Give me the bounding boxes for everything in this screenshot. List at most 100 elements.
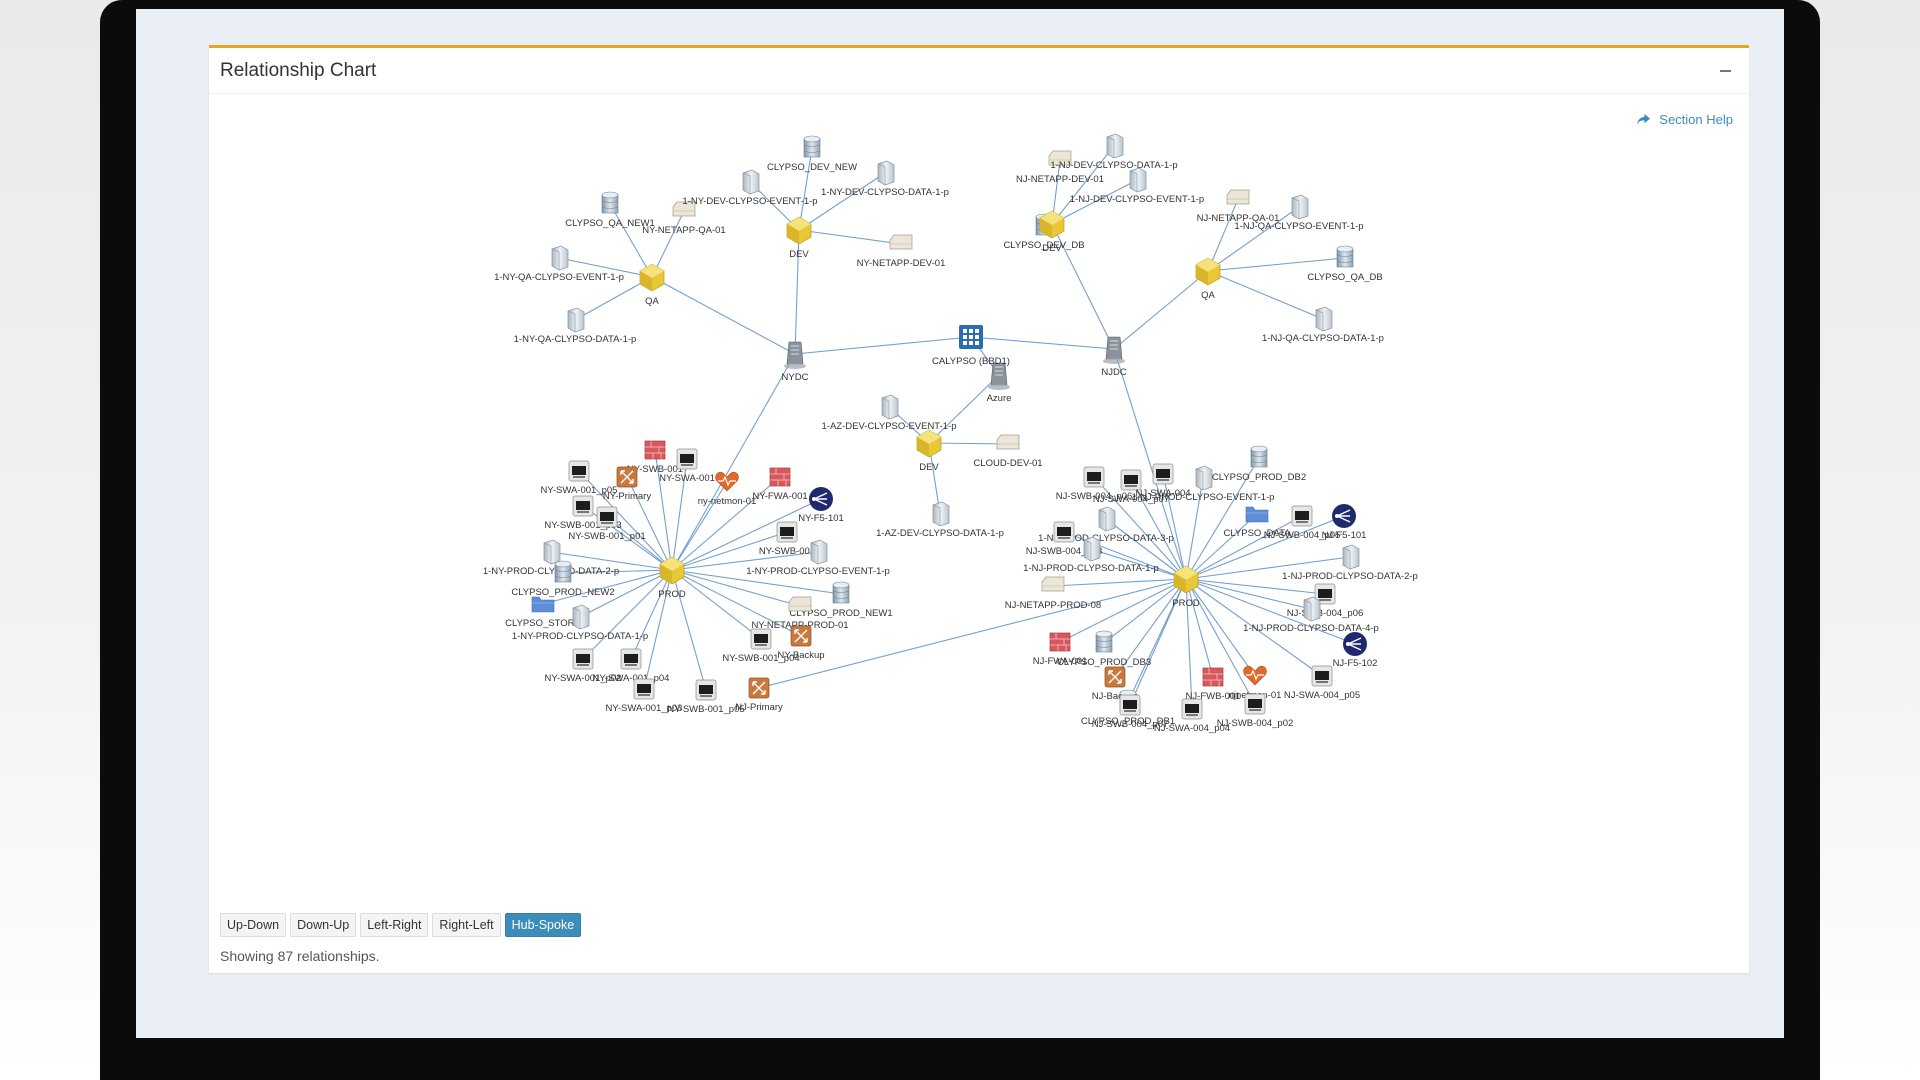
leaf-node-22[interactable]: NY-Primary — [603, 466, 651, 502]
leaf-node-24[interactable]: NY-FWA-001 — [752, 467, 808, 502]
edge-hub-leaf-43 — [1093, 476, 1187, 580]
leaf-node-3[interactable]: 1-NY-QA-CLYPSO-DATA-1-p — [514, 307, 637, 345]
layout-left-right-button[interactable]: Left-Right — [360, 913, 429, 937]
leaf-node-4[interactable]: CLYPSO_DEV_NEW — [767, 135, 857, 173]
leaf-node-21[interactable]: NY-SWA-001_p05 — [541, 460, 618, 496]
leaf-node-40[interactable]: NY-SWA-001_p03 — [606, 678, 683, 714]
leaf-node-34[interactable]: CLYPSO_PROD_NEW1 — [789, 581, 893, 619]
hub-node-6[interactable]: DEV — [916, 429, 942, 473]
site-node-1[interactable]: NJDC — [1101, 336, 1127, 378]
leaf-node-33[interactable]: 1-NY-PROD-CLYPSO-DATA-1-p — [512, 604, 648, 642]
leaf-node-6[interactable]: 1-NY-DEV-CLYPSO-DATA-1-p — [821, 160, 949, 198]
leaf-node-35[interactable]: NY-NETAPP-PROD-01 — [751, 596, 849, 631]
hub-node-1[interactable]: DEV — [786, 216, 812, 260]
leaf-node-0[interactable]: CLYPSO_QA_NEW1 — [565, 191, 655, 229]
leaf-node-54[interactable]: NJ-NETAPP-PROD-08 — [1005, 576, 1101, 611]
leaf-label: NJ-SWA-004_p07 — [1093, 494, 1169, 505]
leaf-node-66[interactable]: NJ-SWB-004_p07 — [1092, 694, 1169, 730]
leaf-node-36[interactable]: NY-Backup — [777, 625, 825, 661]
leaf-node-26[interactable]: NY-SWB-001_p03 — [544, 495, 622, 531]
layout-down-up-button[interactable]: Down-Up — [290, 913, 357, 937]
storage-icon — [1048, 150, 1072, 166]
leaf-node-44[interactable]: NJ-SWA-004_p07 — [1093, 469, 1169, 505]
router-icon — [748, 677, 770, 699]
root-node-0[interactable]: CALYPSO (BBD1) — [932, 325, 1010, 367]
leaf-node-65[interactable]: NJ-SWA-004_p05 — [1284, 665, 1360, 701]
edge-hub-leaf-42 — [758, 578, 1187, 689]
leaf-node-9[interactable]: 1-NJ-DEV-CLYPSO-DATA-1-p — [1050, 133, 1178, 171]
leaf-node-14[interactable]: CLYPSO_QA_DB — [1307, 245, 1383, 283]
leaf-label: CLYPSO_QA_DB — [1307, 272, 1382, 283]
leaf-node-16[interactable]: 1-AZ-DEV-CLYPSO-EVENT-1-p — [822, 394, 957, 432]
leaf-label: 1-NJ-DEV-CLYPSO-DATA-1-p — [1050, 160, 1177, 171]
leaf-node-17[interactable]: CLOUD-DEV-01 — [973, 434, 1043, 469]
leaf-node-60[interactable]: CLYPSO_PROD_DB3 — [1057, 630, 1151, 668]
leaf-node-13[interactable]: 1-NJ-QA-CLYPSO-EVENT-1-p — [1234, 194, 1364, 232]
hub-node-4[interactable]: QA — [1195, 257, 1221, 301]
leaf-node-15[interactable]: 1-NJ-QA-CLYPSO-DATA-1-p — [1262, 306, 1384, 344]
leaf-node-49[interactable]: CLYPSO_DATA — [1223, 506, 1291, 539]
leaf-node-5[interactable]: 1-NY-DEV-CLYPSO-EVENT-1-p — [682, 169, 818, 207]
leaf-node-57[interactable]: 1-NJ-PROD-CLYPSO-DATA-4-p — [1243, 596, 1379, 634]
hub-node-0[interactable]: QA — [639, 263, 665, 307]
leaf-node-39[interactable]: NY-SWA-001_p04 — [593, 648, 670, 684]
edge-site-hub-3 — [1051, 223, 1115, 350]
leaf-node-31[interactable]: CLYPSO_PROD_NEW2 — [511, 560, 615, 598]
leaf-node-2[interactable]: 1-NY-QA-CLYPSO-EVENT-1-p — [494, 245, 624, 283]
leaf-node-10[interactable]: 1-NJ-DEV-CLYPSO-EVENT-1-p — [1070, 167, 1204, 205]
leaf-node-18[interactable]: 1-AZ-DEV-CLYPSO-DATA-1-p — [876, 501, 1004, 539]
leaf-node-67[interactable]: NJ-SWA-004_p04 — [1154, 698, 1230, 734]
leaf-node-51[interactable]: 1-NJ-PROD-CLYPSO-DATA-3-p — [1038, 506, 1174, 544]
site-node-2[interactable]: Azure — [987, 362, 1012, 404]
leaf-node-12[interactable]: NJ-NETAPP-QA-01 — [1197, 189, 1280, 224]
leaf-node-23[interactable]: ny-netmon-01 — [698, 471, 757, 507]
site-node-0[interactable]: NYDC — [782, 341, 809, 383]
leaf-node-28[interactable]: NY-SWB-001 — [759, 521, 815, 557]
leaf-node-53[interactable]: 1-NJ-PROD-CLYPSO-DATA-1-p — [1023, 536, 1159, 574]
leaf-node-27[interactable]: NY-SWB-001_p01 — [568, 506, 646, 542]
layout-up-down-button[interactable]: Up-Down — [220, 913, 287, 937]
edge-hub-leaf-25 — [671, 498, 822, 571]
leaf-node-42[interactable]: NJ-Primary — [735, 677, 783, 713]
leaf-node-47[interactable]: CLYPSO_PROD_DB2 — [1212, 445, 1306, 483]
leaf-node-19[interactable]: NY-SWB-001 — [627, 440, 683, 475]
server-tower-icon — [1103, 336, 1125, 364]
edge-hub-leaf-17 — [928, 442, 1009, 445]
leaf-node-37[interactable]: NY-SWB-001_p04 — [722, 628, 800, 664]
collapse-button[interactable] — [1716, 62, 1734, 80]
layout-right-left-button[interactable]: Right-Left — [432, 913, 501, 937]
leaf-node-8[interactable]: NJ-NETAPP-DEV-01 — [1016, 150, 1104, 185]
leaf-node-61[interactable]: NJ-Backup — [1092, 666, 1138, 702]
leaf-node-56[interactable]: NJ-SWB-004_p06 — [1287, 583, 1364, 619]
leaf-label: NY-SWB-001 — [627, 464, 683, 475]
leaf-node-38[interactable]: NY-SWA-001_p02 — [545, 648, 622, 684]
leaf-node-43[interactable]: NJ-SWB-004_p06 — [1056, 466, 1133, 502]
hub-node-5[interactable]: PROD — [1172, 565, 1200, 609]
leaf-node-55[interactable]: 1-NJ-PROD-CLYPSO-DATA-2-p — [1282, 544, 1418, 582]
hub-node-3[interactable]: DEV — [1039, 210, 1065, 254]
leaf-node-58[interactable]: NJ-F5-102 — [1333, 632, 1378, 669]
section-help-link[interactable]: Section Help — [1636, 112, 1733, 127]
leaf-node-46[interactable]: 1-NJ-PROD-CLYPSO-EVENT-1-p — [1132, 465, 1275, 503]
leaf-node-52[interactable]: NJ-SWB-004_p03 — [1026, 521, 1103, 557]
leaf-node-32[interactable]: CLYPSO_STORE — [505, 596, 581, 629]
leaf-node-50[interactable]: NJ-F5-101 — [1322, 504, 1367, 541]
leaf-node-29[interactable]: 1-NY-PROD-CLYPSO-EVENT-1-p — [746, 539, 890, 577]
leaf-node-45[interactable]: NJ-SWA-004 — [1135, 463, 1191, 499]
leaf-node-7[interactable]: NY-NETAPP-DEV-01 — [857, 234, 946, 269]
layout-hub-spoke-button[interactable]: Hub-Spoke — [504, 913, 582, 937]
leaf-label: 1-NJ-PROD-CLYPSO-DATA-4-p — [1243, 623, 1379, 634]
leaf-node-59[interactable]: NJ-FWA-001 — [1033, 632, 1088, 667]
leaf-node-30[interactable]: 1-NY-PROD-CLYPSO-DATA-2-p — [483, 539, 619, 577]
leaf-node-68[interactable]: NJ-SWB-004_p02 — [1217, 693, 1294, 729]
leaf-node-62[interactable]: NJ-FWB-001 — [1186, 667, 1241, 702]
leaf-node-20[interactable]: NY-SWA-001 — [659, 448, 715, 484]
leaf-node-1[interactable]: NY-NETAPP-QA-01 — [642, 201, 726, 236]
leaf-node-48[interactable]: NJ-SWB-004_p05 — [1264, 505, 1341, 541]
leaf-node-25[interactable]: NY-F5-101 — [798, 487, 844, 524]
leaf-node-41[interactable]: NY-SWB-001_p05 — [667, 679, 745, 715]
load-balancer-icon — [1332, 504, 1356, 528]
hub-node-2[interactable]: PROD — [658, 556, 686, 600]
